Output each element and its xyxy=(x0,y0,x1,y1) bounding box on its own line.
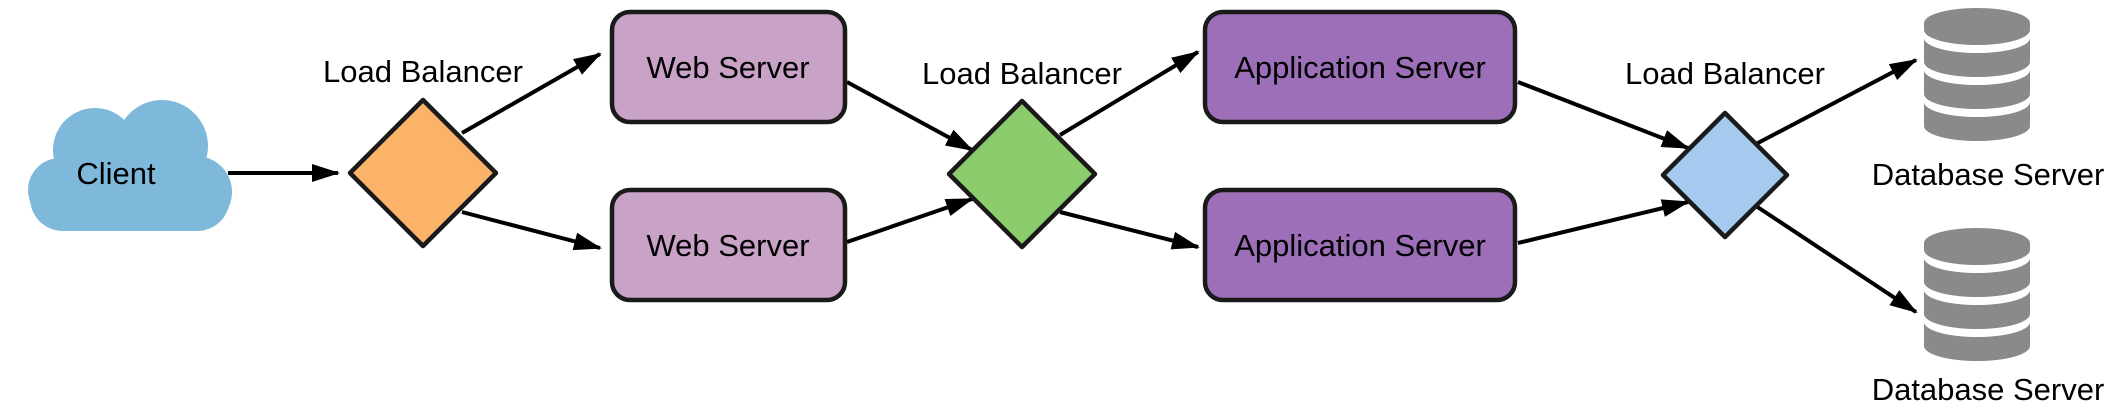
edge-lb1-to-web1 xyxy=(461,52,602,135)
load-balancer-3-label: Load Balancer xyxy=(1625,56,1825,91)
database-1-icon xyxy=(1924,8,2030,141)
edges xyxy=(228,50,1918,314)
edge-lb2-to-app1 xyxy=(1058,50,1200,137)
load-balancer-3-diamond xyxy=(1660,110,1790,240)
web-server-1-box xyxy=(609,9,848,125)
edge-lb3-to-db1 xyxy=(1755,58,1918,146)
web-server-1-node: Web Server xyxy=(609,9,848,125)
web-server-1-label: Web Server xyxy=(646,50,809,85)
app-server-2-label: Application Server xyxy=(1234,228,1486,263)
load-balancer-2-label: Load Balancer xyxy=(922,56,1122,91)
load-balancer-2-diamond xyxy=(946,98,1098,250)
database-2-node: Database Server xyxy=(1872,228,2105,407)
app-server-1-node: Application Server xyxy=(1202,9,1518,125)
edge-lb3-to-db2 xyxy=(1754,204,1918,314)
edge-lb1-to-web2 xyxy=(461,210,602,251)
web-server-2-node: Web Server xyxy=(609,187,848,303)
edge-lb2-to-app2 xyxy=(1059,210,1200,250)
database-1-node: Database Server xyxy=(1872,8,2105,192)
cloud-icon xyxy=(28,100,232,231)
client-node: Client xyxy=(28,100,232,231)
load-balancer-1-label: Load Balancer xyxy=(323,54,523,89)
web-server-2-box xyxy=(609,187,848,303)
database-2-icon xyxy=(1924,228,2030,361)
database-1-label: Database Server xyxy=(1872,157,2105,192)
app-server-2-box xyxy=(1202,187,1518,303)
edge-web2-to-lb2 xyxy=(846,197,974,244)
client-label: Client xyxy=(76,156,156,191)
edge-app2-to-lb3 xyxy=(1517,199,1690,245)
edge-app1-to-lb3 xyxy=(1517,80,1690,150)
web-server-2-label: Web Server xyxy=(646,228,809,263)
app-server-2-node: Application Server xyxy=(1202,187,1518,303)
app-server-1-label: Application Server xyxy=(1234,50,1486,85)
load-balancer-1-diamond xyxy=(347,97,499,249)
load-balancer-3-node: Load Balancer xyxy=(1625,56,1825,240)
load-balancer-2-node: Load Balancer xyxy=(922,56,1122,250)
edge-web1-to-lb2 xyxy=(846,80,974,152)
app-server-1-box xyxy=(1202,9,1518,125)
database-2-label: Database Server xyxy=(1872,372,2105,407)
load-balancer-1-node: Load Balancer xyxy=(323,54,523,249)
